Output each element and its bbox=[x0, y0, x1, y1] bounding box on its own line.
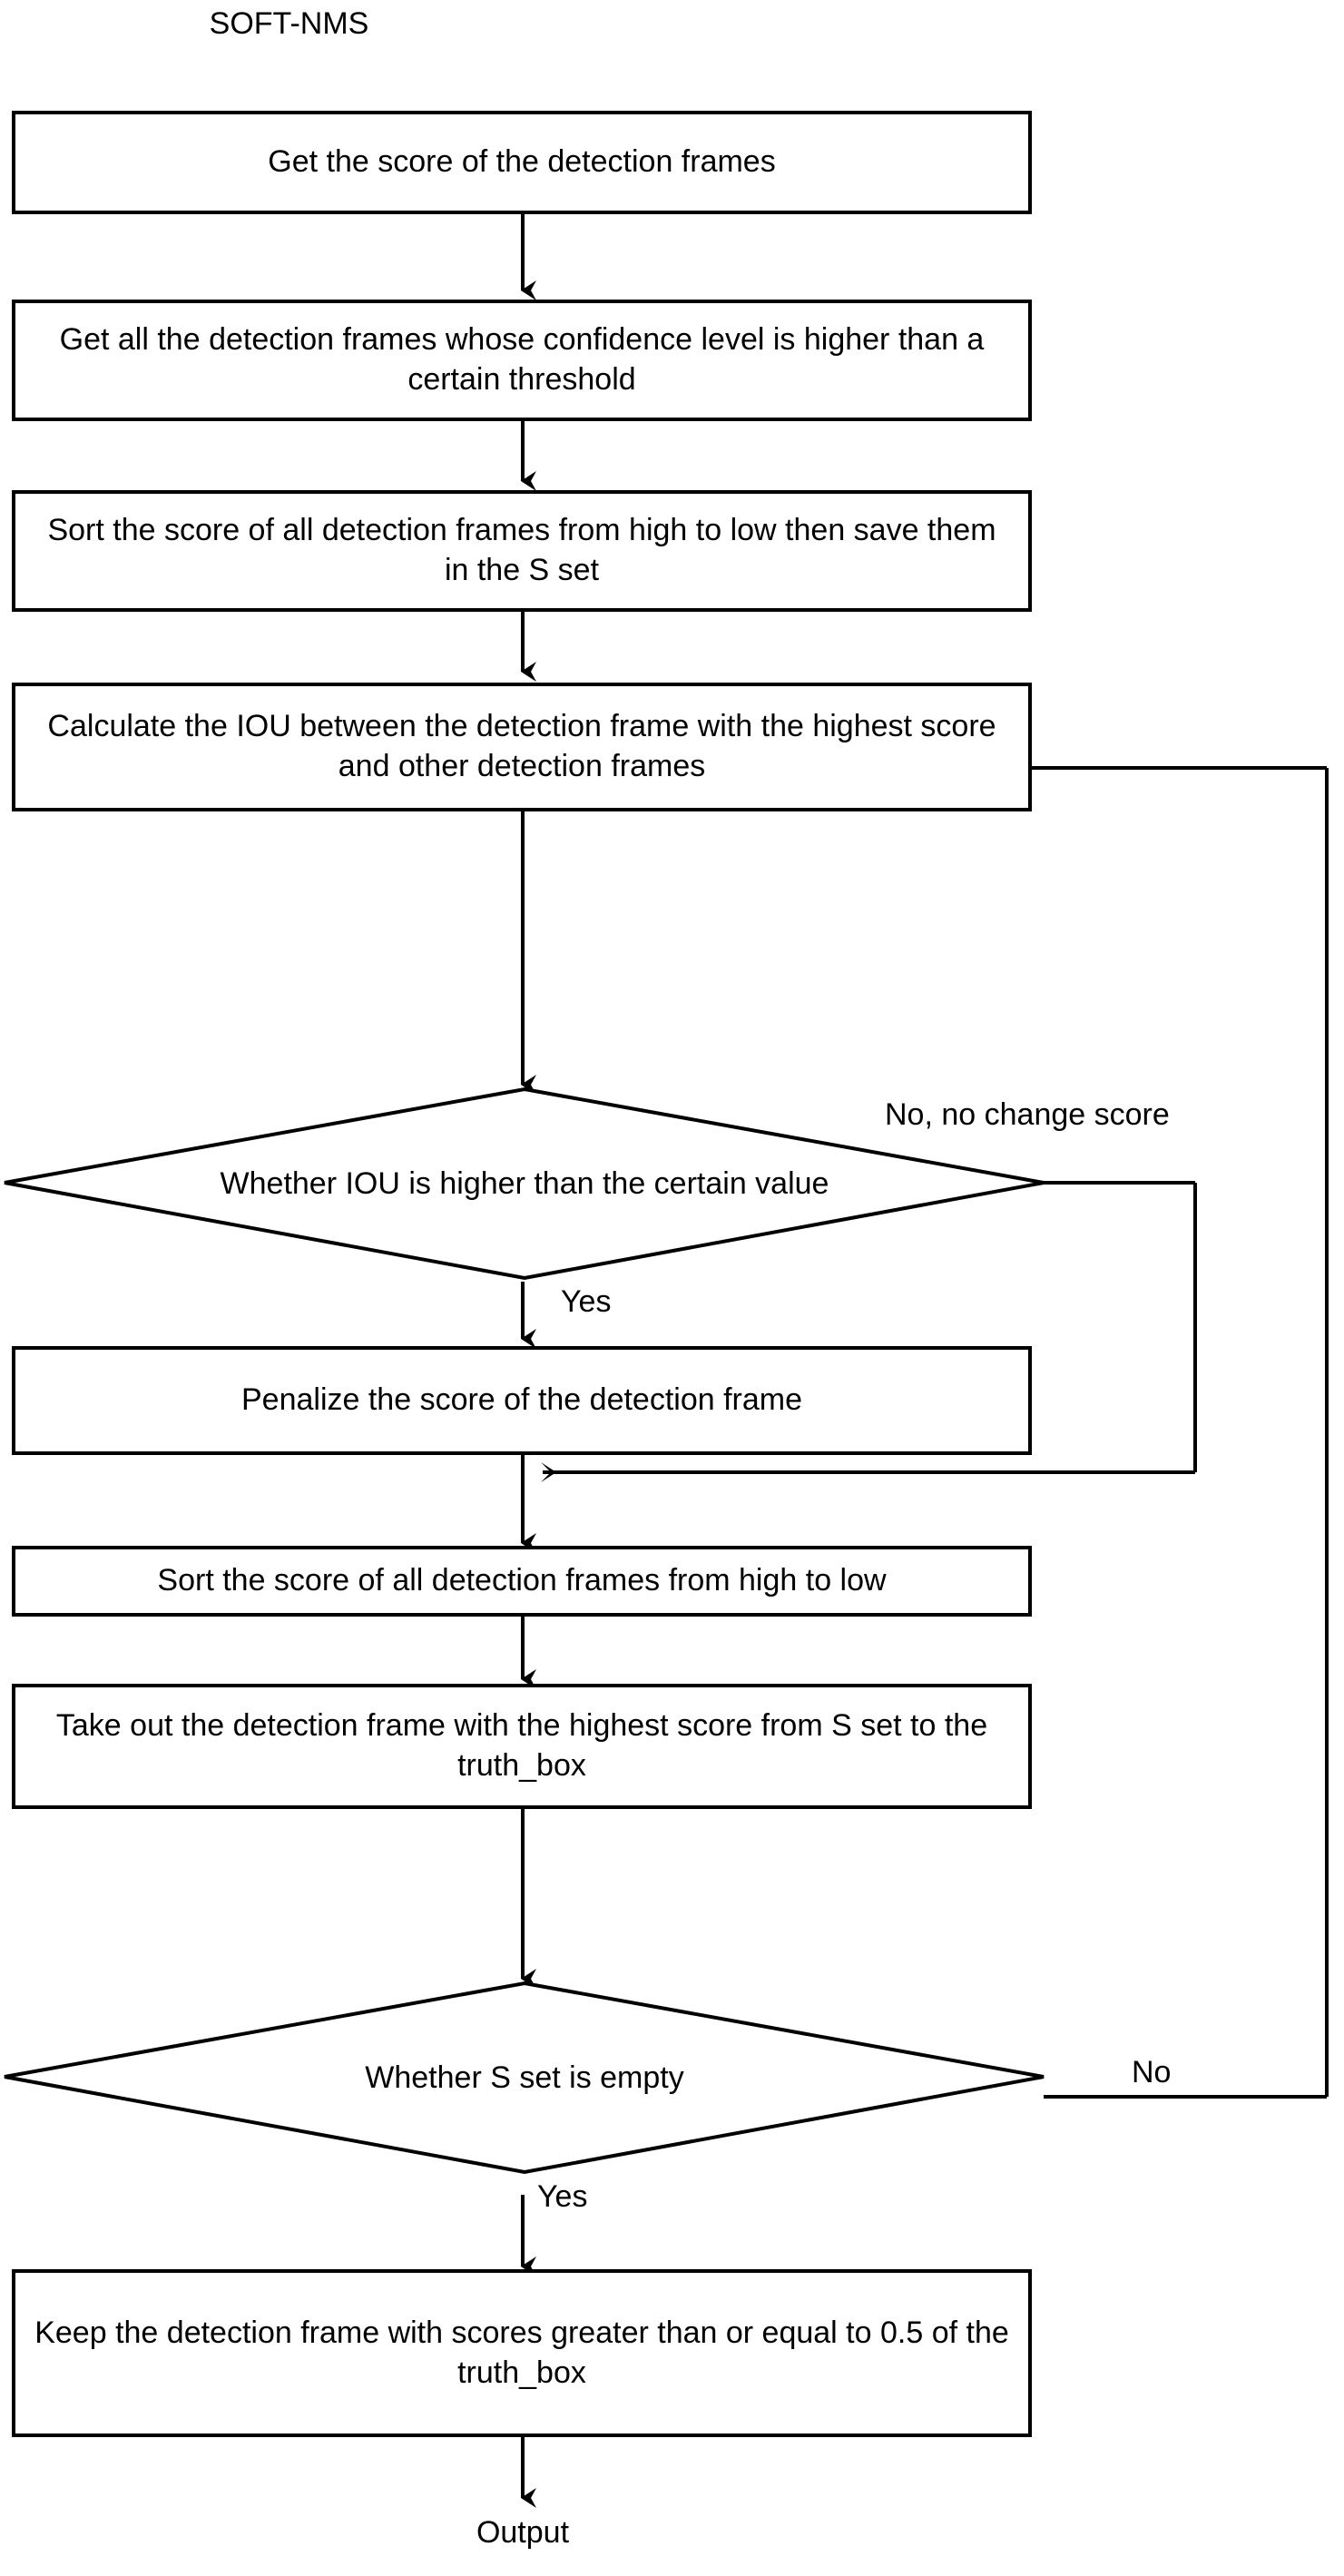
node-label: Get the score of the detection frames bbox=[268, 144, 776, 180]
node-label: Take out the detection frame with the hi… bbox=[55, 1708, 988, 1783]
decision-shape-sempty bbox=[4, 1981, 1045, 2175]
node-label: Sort the score of all detection frames f… bbox=[47, 513, 996, 587]
node-calculate-iou: Calculate the IOU between the detection … bbox=[12, 683, 1032, 811]
decision-shape-iou bbox=[4, 1086, 1045, 1281]
terminal-output: Output bbox=[476, 2515, 570, 2550]
node-penalize-score: Penalize the score of the detection fram… bbox=[12, 1346, 1032, 1455]
page-title: SOFT-NMS bbox=[209, 6, 369, 41]
node-label: Sort the score of all detection frames f… bbox=[157, 1563, 887, 1598]
node-label: Penalize the score of the detection fram… bbox=[240, 1382, 803, 1418]
node-label: Get all the detection frames whose confi… bbox=[59, 322, 985, 397]
node-label: Keep the detection frame with scores gre… bbox=[34, 2315, 1009, 2390]
node-label: Calculate the IOU between the detection … bbox=[47, 709, 996, 783]
node-keep-frames: Keep the detection frame with scores gre… bbox=[12, 2269, 1032, 2437]
node-take-out-highest: Take out the detection frame with the hi… bbox=[12, 1684, 1032, 1809]
edge-label-iou-no: No, no change score bbox=[885, 1097, 1170, 1132]
node-get-score: Get the score of the detection frames bbox=[12, 111, 1032, 214]
node-sort-scores: Sort the score of all detection frames f… bbox=[12, 1546, 1032, 1617]
edge-label-s-empty-yes: Yes bbox=[537, 2179, 588, 2214]
node-sort-save-s-set: Sort the score of all detection frames f… bbox=[12, 490, 1032, 612]
edge-label-iou-yes: Yes bbox=[561, 1284, 612, 1319]
edge-label-s-empty-no: No bbox=[1132, 2055, 1172, 2089]
node-filter-confidence: Get all the detection frames whose confi… bbox=[12, 300, 1032, 421]
